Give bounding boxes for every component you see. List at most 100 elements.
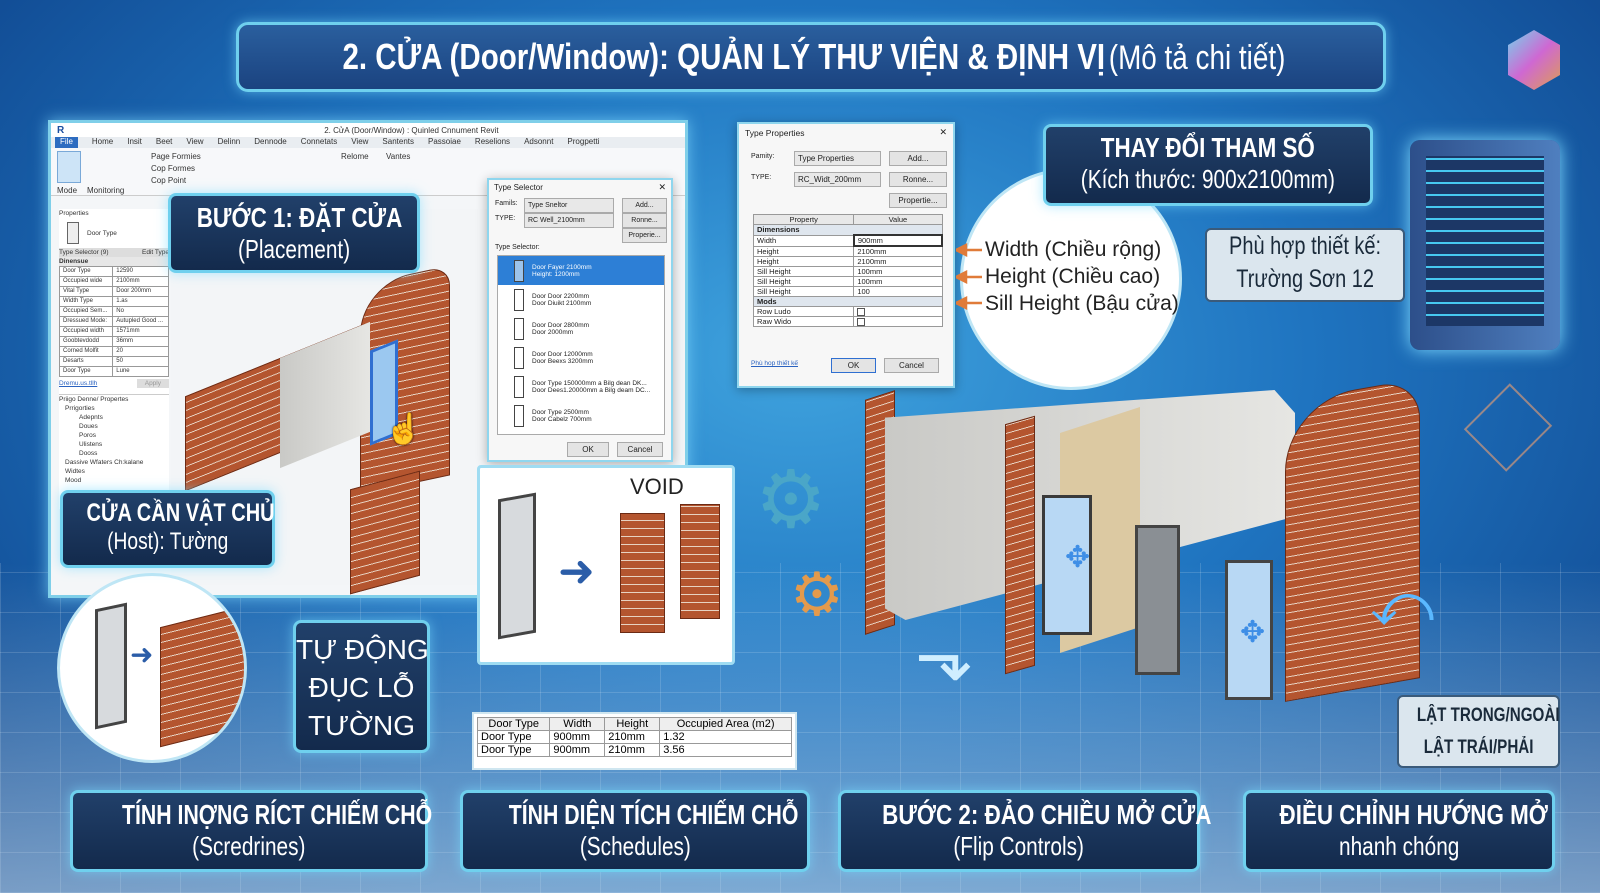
tab[interactable]: Reselions — [474, 137, 511, 146]
tab[interactable]: Santents — [382, 137, 414, 146]
ok-button[interactable]: OK — [831, 358, 876, 373]
add-button[interactable]: Add... — [622, 198, 667, 213]
hand-cursor-icon: ☝ — [385, 413, 423, 446]
type-selector-dropdown[interactable]: Type Selector (9) — [59, 249, 109, 256]
family-dropdown[interactable]: Type Properties — [794, 151, 881, 166]
property-value[interactable]: 20 — [112, 346, 169, 357]
tab[interactable]: Passoiae — [428, 137, 461, 146]
help-link[interactable]: Dremu.us.tllh — [59, 380, 98, 387]
property-name: Vital Type — [58, 286, 114, 297]
tab[interactable]: Home — [91, 137, 114, 146]
browser-item[interactable]: Mood — [65, 477, 82, 484]
parameter-row: Row Ludo — [752, 305, 943, 318]
close-icon[interactable]: ✕ — [658, 182, 666, 192]
tab[interactable]: Dennode — [254, 137, 287, 146]
property-value[interactable]: Door 200mm — [112, 286, 169, 297]
ribbon-item[interactable]: Vantes — [386, 152, 411, 161]
property-name: Occupied width — [58, 326, 114, 337]
property-value[interactable]: 50 — [112, 356, 169, 367]
tab[interactable]: Insit — [127, 137, 142, 146]
brick-wall — [160, 604, 244, 748]
property-value[interactable]: Autupled Good ... — [112, 316, 169, 327]
checkbox[interactable] — [857, 318, 866, 327]
tab[interactable]: Progpetti — [567, 137, 600, 146]
tab[interactable]: Delinn — [217, 137, 241, 146]
door-thumbnail-icon — [514, 259, 524, 282]
property-name: Occupied Sem... — [58, 306, 114, 317]
parameter-value[interactable]: 900mm — [852, 234, 944, 247]
ribbon-item[interactable]: Page Formies — [151, 152, 201, 161]
browser-item[interactable]: Doues — [79, 423, 98, 430]
parameter-name: Sill Height — [752, 276, 855, 287]
close-icon[interactable]: ✕ — [939, 127, 947, 137]
door-closed — [1135, 525, 1180, 675]
arrowhead — [956, 295, 968, 310]
browser-item[interactable]: Dassive Wfaters Ch:kalane — [65, 459, 144, 466]
host-detail-magnifier: ➜ — [57, 573, 247, 763]
browser-item[interactable]: Ulistens — [79, 441, 103, 448]
edit-type-button[interactable]: Edit Type — [142, 249, 169, 256]
browser-item[interactable]: Widtes — [65, 468, 85, 475]
browser-item[interactable]: Adepnts — [79, 414, 103, 421]
browser-item[interactable]: Dooss — [79, 450, 98, 457]
browser-item[interactable]: Prrigorties — [65, 405, 95, 412]
apply-button[interactable]: Apply — [136, 379, 169, 388]
rename-button[interactable]: Ronne... — [622, 213, 667, 228]
parameter-value[interactable]: 100mm — [853, 266, 943, 277]
tab-file[interactable]: File — [55, 137, 78, 148]
arrowhead — [956, 269, 968, 285]
arrowhead — [956, 242, 968, 258]
property-value[interactable]: No — [112, 306, 169, 317]
property-value[interactable]: 1571mm — [112, 326, 169, 337]
parameter-callout: THAY ĐỔI THAM SỐ (Kích thước: 900x2100mm… — [1043, 124, 1373, 206]
auto-line1: TỰ ĐỘNG — [296, 634, 429, 665]
ribbon-item[interactable]: Relome — [341, 152, 369, 161]
type-dropdown[interactable]: RC_Widt_200mm — [794, 172, 881, 187]
parameter-value[interactable]: 100 — [853, 286, 943, 297]
property-value[interactable]: Lune — [112, 366, 169, 377]
ok-button[interactable]: OK — [567, 442, 609, 457]
type-item-line: Door Fayer 2100mm — [532, 263, 592, 271]
browser-item[interactable]: Poros — [79, 432, 96, 439]
param-sill-height: Sill Height (Bậu cửa) — [985, 292, 1179, 315]
rename-button[interactable]: Ronne... — [889, 172, 947, 187]
type-item-line: Door Door 2200mm — [532, 292, 590, 300]
property-value[interactable]: 36mm — [112, 336, 169, 347]
tab[interactable]: View — [351, 137, 369, 146]
tab[interactable]: Adsonnt — [524, 137, 554, 146]
type-dropdown[interactable]: RC Well_2100mm — [524, 213, 614, 228]
property-value[interactable]: 1.as — [112, 296, 169, 307]
fit-link[interactable]: Phù hop thiết kế — [751, 360, 798, 367]
door-thumbnail-icon — [514, 404, 524, 427]
parameter-value[interactable]: 2100mm — [853, 245, 943, 257]
cancel-button[interactable]: Cancel — [884, 358, 939, 373]
type-list-item[interactable]: Door Type 150000mm a Bilg dean DK...Door… — [498, 372, 664, 401]
tab[interactable]: Connetats — [300, 137, 338, 146]
tab[interactable]: View — [186, 137, 204, 146]
parameter-name: Row Ludo — [752, 305, 855, 318]
parameter-value[interactable]: 2100mm — [853, 256, 943, 267]
modify-tool-button[interactable] — [57, 151, 81, 183]
property-value[interactable]: 12590 — [112, 266, 169, 277]
tab[interactable]: Beet — [155, 137, 173, 146]
cancel-button[interactable]: Cancel — [617, 442, 663, 457]
checkbox[interactable] — [857, 308, 866, 317]
properties-button[interactable]: Propertie... — [889, 193, 947, 208]
property-value[interactable]: 2100mm — [112, 276, 169, 287]
parameter-value[interactable]: 100mm — [853, 276, 943, 287]
ribbon-item[interactable]: Cop Formes — [151, 164, 196, 173]
add-button[interactable]: Add... — [889, 151, 947, 166]
properties-button[interactable]: Properie... — [622, 228, 667, 243]
family-dropdown[interactable]: Type Sneltor — [524, 198, 614, 213]
ribbon-item[interactable]: Cop Point — [151, 176, 187, 185]
banner-subtitle: (Scredrines) — [192, 831, 306, 861]
